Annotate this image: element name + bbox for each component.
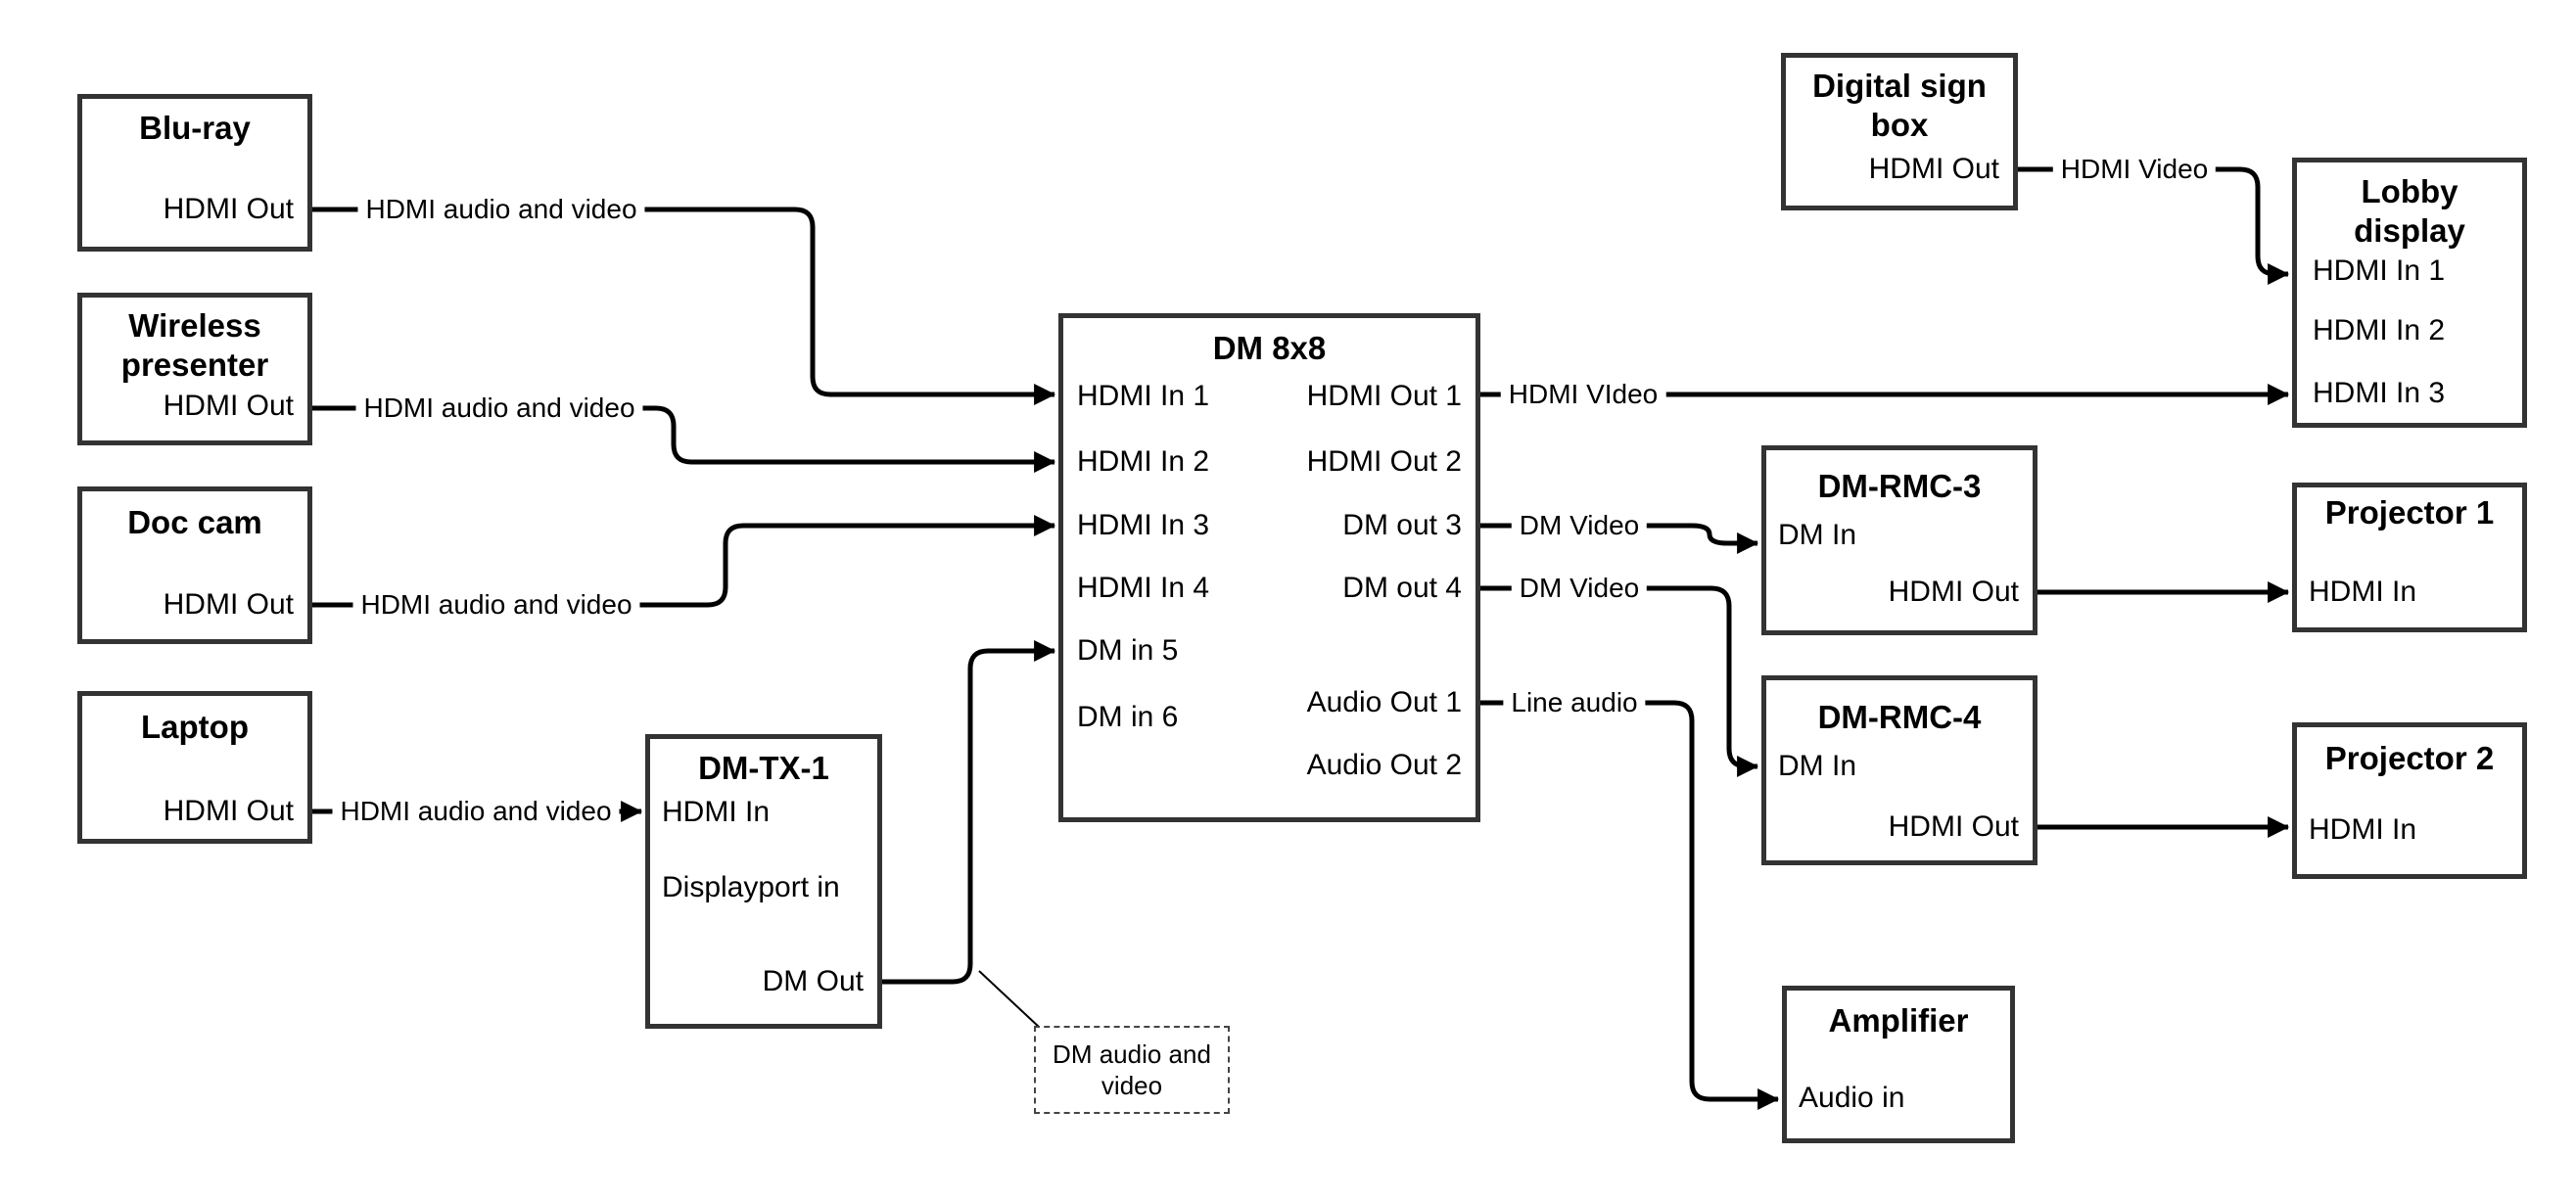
wire-label-line-audio: Line audio: [1503, 686, 1646, 719]
node-bluray: Blu-ray HDMI Out: [77, 94, 312, 252]
port-displayport-in: Displayport in: [662, 871, 840, 903]
port-dm-in-6: DM in 6: [1077, 701, 1179, 733]
node-title: DM-RMC-4: [1817, 699, 1982, 735]
node-wireless-presenter: Wireless presenter HDMI Out: [77, 293, 312, 445]
port-hdmi-in-3: HDMI In 3: [1077, 509, 1210, 541]
note-leader-line: [978, 970, 1041, 1029]
port-dm-in: DM In: [1778, 519, 1857, 551]
node-title: Amplifier: [1828, 1002, 1969, 1039]
wire-label-dm-video-out4: DM Video: [1511, 572, 1648, 605]
node-digital-sign-box: Digital sign box HDMI Out: [1781, 53, 2018, 210]
note-dm-audio-and-video: DM audio and video: [1034, 1026, 1230, 1114]
port-dm-out-4: DM out 4: [1342, 572, 1462, 604]
node-title: Blu-ray: [139, 110, 251, 146]
wire-label-dm-video-out3: DM Video: [1511, 509, 1648, 542]
port-hdmi-out: HDMI Out: [163, 390, 294, 422]
port-hdmi-out-2: HDMI Out 2: [1306, 445, 1462, 478]
port-hdmi-out: HDMI Out: [1868, 153, 1999, 185]
port-audio-in: Audio in: [1799, 1082, 1905, 1114]
node-amplifier: Amplifier Audio in: [1782, 986, 2015, 1143]
port-hdmi-in-1: HDMI In 1: [1077, 380, 1210, 412]
port-audio-out-2: Audio Out 2: [1306, 749, 1462, 781]
node-title: Projector 2: [2324, 740, 2495, 776]
node-dm-8x8: DM 8x8 HDMI In 1 HDMI In 2 HDMI In 3 HDM…: [1058, 313, 1480, 822]
wire-dmtx1-dmout-to-dm8x8-in5: [882, 640, 1056, 985]
port-hdmi-in: HDMI In: [2309, 576, 2417, 608]
node-title: Wireless presenter: [120, 307, 269, 383]
wire-label-hdmi-av-wireless: HDMI audio and video: [355, 392, 643, 425]
node-lobby-display: Lobby display HDMI In 1 HDMI In 2 HDMI I…: [2292, 158, 2527, 428]
node-dm-rmc-4: DM-RMC-4 DM In HDMI Out: [1761, 675, 2037, 865]
port-hdmi-in-1: HDMI In 1: [2313, 254, 2446, 287]
port-dm-in-5: DM in 5: [1077, 634, 1179, 667]
wire-dm8x8-audio1-to-amplifier: [1480, 700, 1780, 1110]
wire-label-hdmi-av-laptop: HDMI audio and video: [332, 795, 620, 828]
node-title: DM-RMC-3: [1817, 468, 1982, 504]
wire-bluray-to-dm8x8-in1: [312, 207, 1056, 405]
wire-label-hdmi-video-sign: HDMI Video: [2052, 153, 2217, 186]
port-dm-out-3: DM out 3: [1342, 509, 1462, 541]
node-dm-tx-1: DM-TX-1 HDMI In Displayport in DM Out: [645, 734, 882, 1029]
wire-label-hdmi-av-bluray: HDMI audio and video: [357, 193, 645, 226]
port-hdmi-in-2: HDMI In 2: [1077, 445, 1210, 478]
port-hdmi-out-1: HDMI Out 1: [1306, 380, 1462, 412]
node-laptop: Laptop HDMI Out: [77, 691, 312, 844]
node-title: Doc cam: [127, 504, 262, 540]
port-hdmi-out: HDMI Out: [1888, 576, 2019, 608]
note-text: DM audio and video: [1053, 1039, 1211, 1100]
wire-label-hdmi-video-out1: HDMI VIdeo: [1500, 378, 1666, 411]
port-hdmi-out: HDMI Out: [163, 795, 294, 827]
node-title: Lobby display: [2354, 173, 2465, 249]
port-hdmi-in-3: HDMI In 3: [2313, 377, 2446, 409]
port-hdmi-in-2: HDMI In 2: [2313, 314, 2446, 346]
port-hdmi-out: HDMI Out: [163, 588, 294, 621]
port-hdmi-in-4: HDMI In 4: [1077, 572, 1210, 604]
node-doc-cam: Doc cam HDMI Out: [77, 486, 312, 644]
port-hdmi-out: HDMI Out: [1888, 810, 2019, 843]
port-hdmi-out: HDMI Out: [163, 193, 294, 225]
node-title: Digital sign box: [1812, 68, 1987, 143]
node-projector-1: Projector 1 HDMI In: [2292, 483, 2527, 632]
node-title: Projector 1: [2324, 494, 2495, 531]
node-title: DM 8x8: [1212, 330, 1327, 366]
wire-label-hdmi-av-doccam: HDMI audio and video: [352, 588, 640, 622]
port-dm-out: DM Out: [762, 965, 864, 997]
port-hdmi-in: HDMI In: [662, 796, 771, 828]
port-audio-out-1: Audio Out 1: [1306, 686, 1462, 718]
port-hdmi-in: HDMI In: [2309, 813, 2417, 846]
port-dm-in: DM In: [1778, 750, 1857, 782]
node-title: DM-TX-1: [698, 750, 829, 786]
node-projector-2: Projector 2 HDMI In: [2292, 722, 2527, 879]
node-dm-rmc-3: DM-RMC-3 DM In HDMI Out: [1761, 445, 2037, 635]
node-title: Laptop: [141, 709, 249, 745]
wire-dm8x8-out4-to-rmc4-dmin: [1480, 585, 1759, 777]
